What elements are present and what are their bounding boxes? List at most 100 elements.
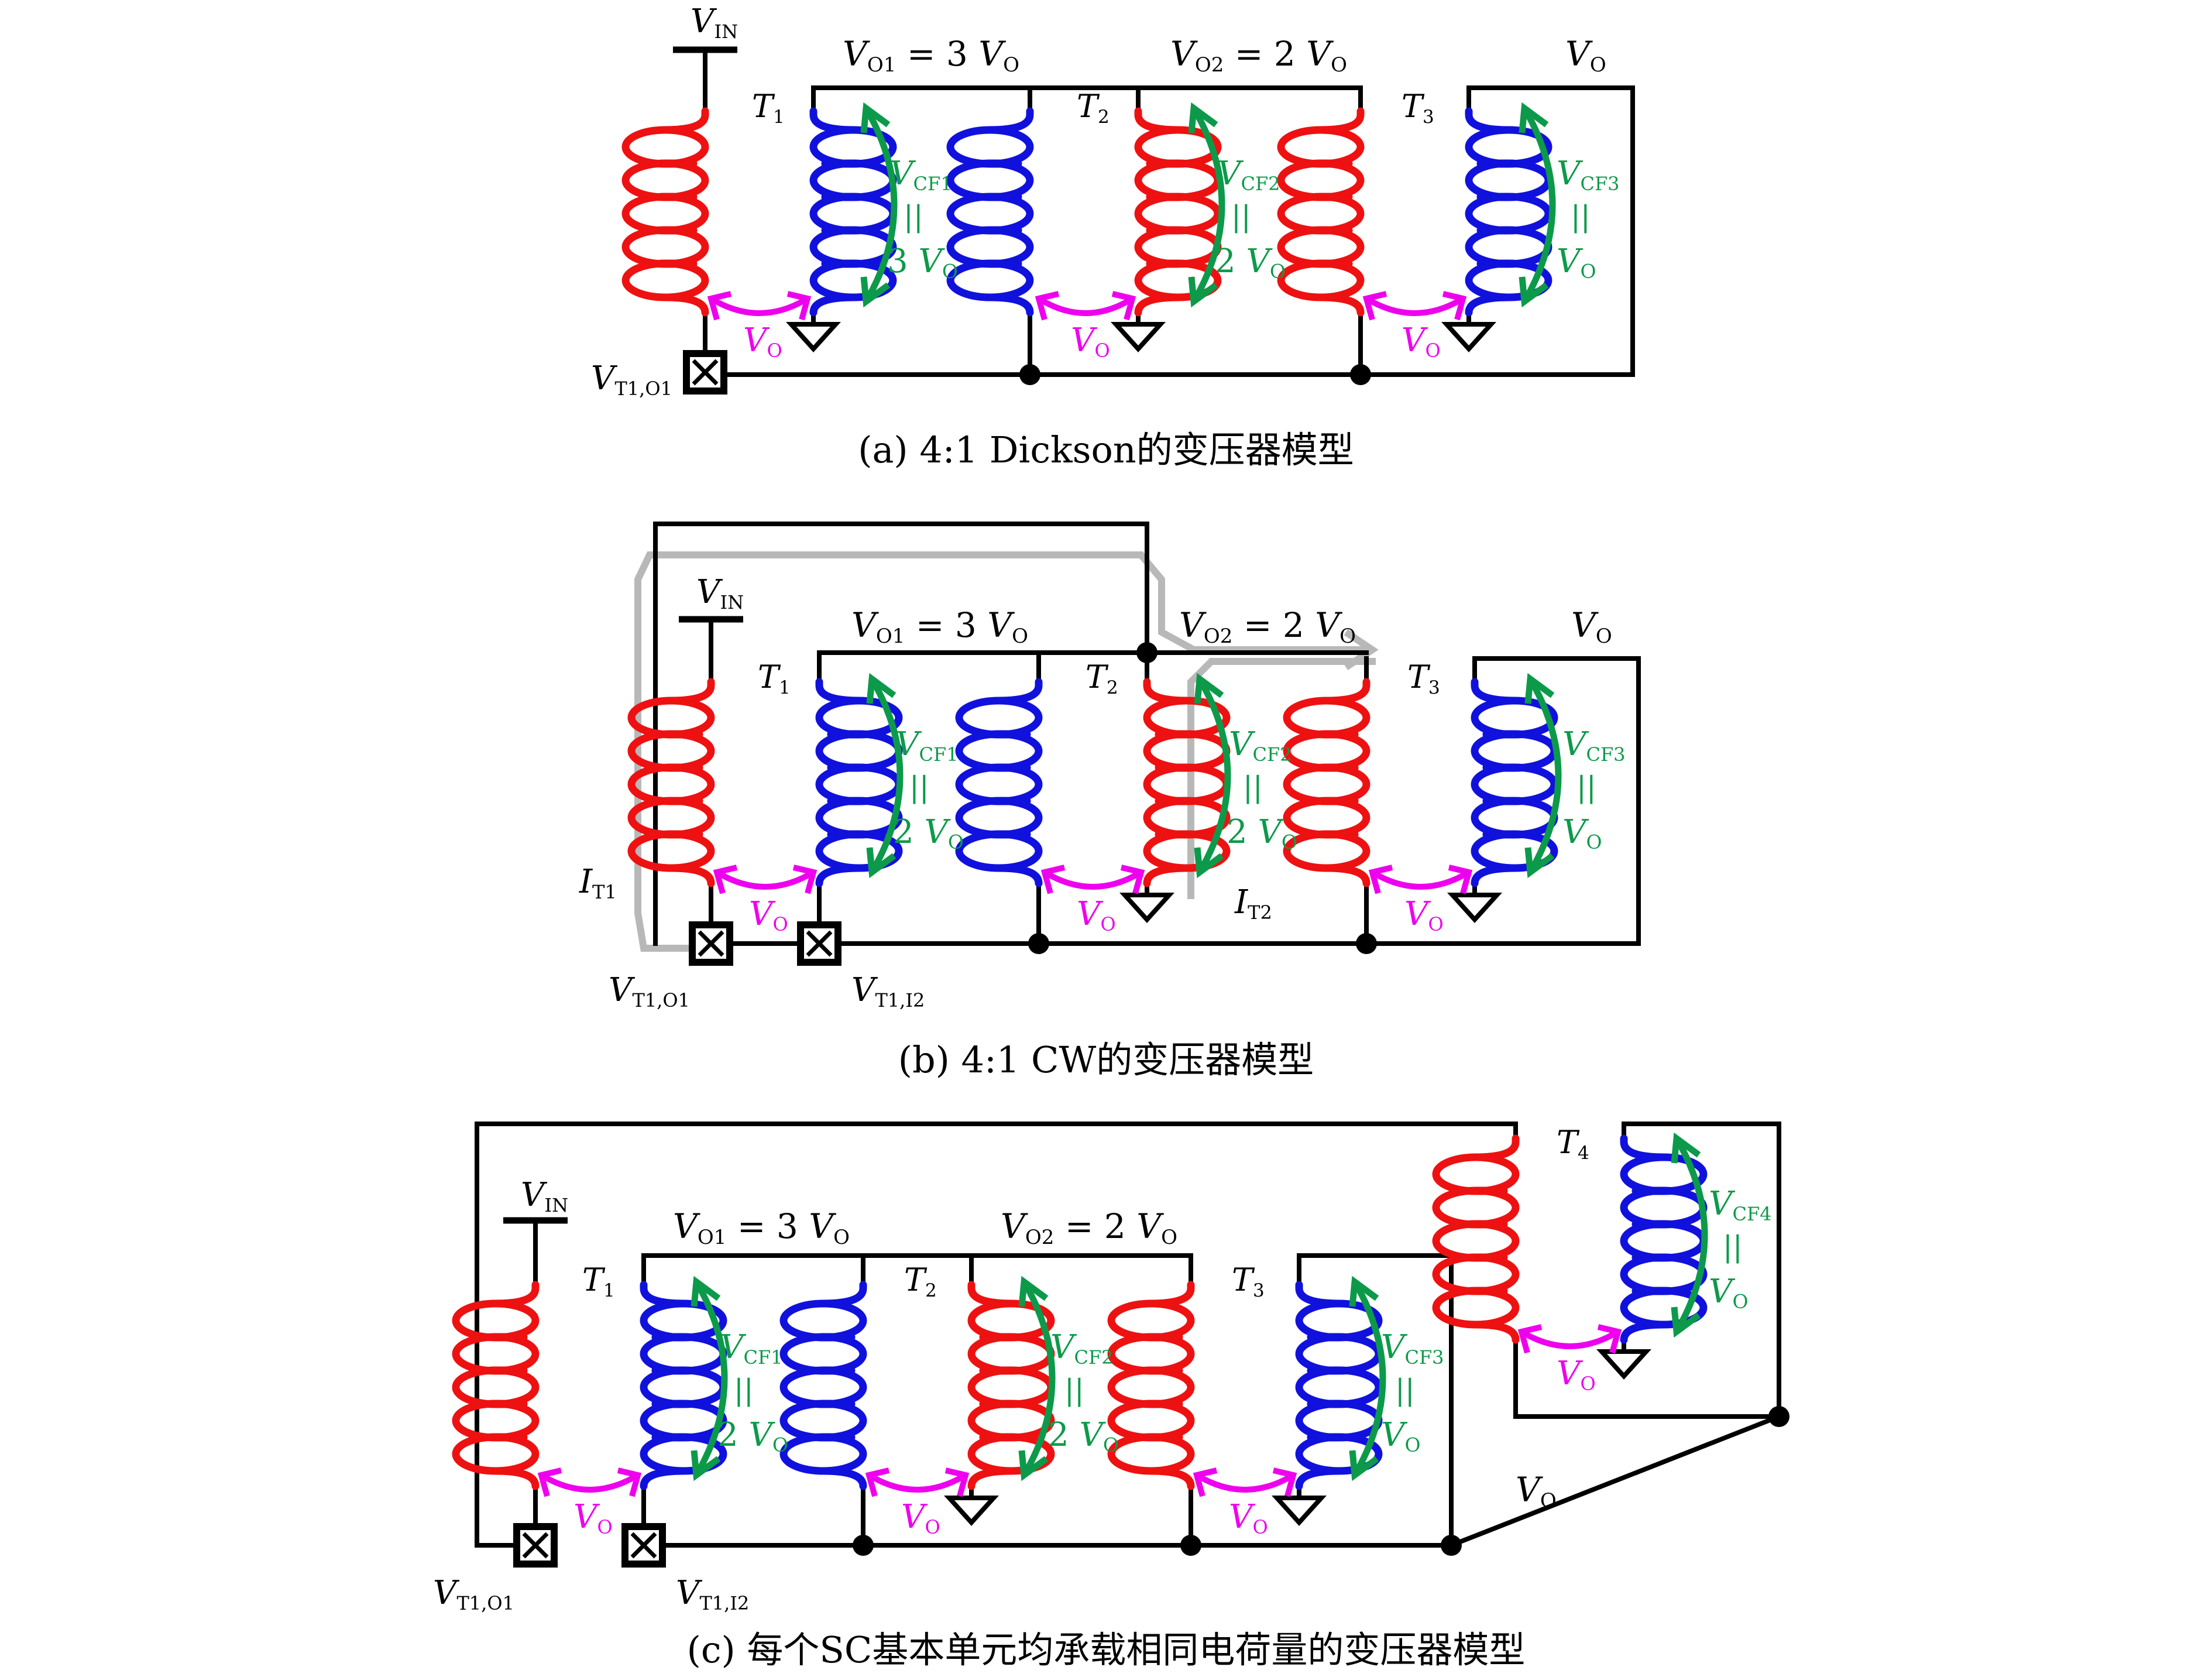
panel-a-vcf3-value: VO [1557, 242, 1596, 283]
panel-b-t1-right-winding-loop [815, 697, 860, 739]
panel-a-t1-right-winding-loop [809, 193, 854, 235]
vo2-bus [1136, 85, 1363, 114]
panel-c-t2-left-winding-path [779, 1281, 867, 1490]
panel-b-vt1i2-label-main: V [851, 971, 878, 1009]
panel-c-vcf3-vcf: VCF3 [1381, 1328, 1444, 1369]
panel-c-vcf1-vcf-main: V [720, 1328, 747, 1366]
panel-c-t4-left-winding-path [1432, 1134, 1520, 1344]
panel-a-vo-arrow-2-curve [1037, 296, 1134, 316]
panel-c-vo-arrow-3 [1193, 1467, 1297, 1497]
panel-c-t4-right-winding-loop [1620, 1153, 1664, 1195]
panel-a-t2-right-winding-loop [1134, 226, 1179, 268]
panel-c-vcf1-equals: || [734, 1373, 754, 1407]
panel-b-t2-left-winding-loop [998, 763, 1043, 805]
panel-a-vcf3-arrow-head [1519, 102, 1549, 133]
panel-b-t2-label-main: T [1086, 659, 1109, 695]
ground-symbol [943, 1496, 999, 1526]
panel-b-t3-right-winding-loop [1471, 697, 1515, 739]
panel-c-vcf1-value-sub: O [772, 1433, 788, 1456]
panel-c-t4-right-winding-loop [1620, 1186, 1664, 1229]
panel-c-vcf1-arrow-head [691, 1450, 721, 1481]
panel-a-vo2-label-part: V [1170, 34, 1198, 74]
panel-b-t2-left-winding-loop [998, 697, 1043, 739]
panel-c-vcf3-value-sub: O [1404, 1433, 1420, 1456]
panel-b-vo-arrow-2-head [1040, 865, 1066, 894]
panel-b-vcf3-arrow-head [1524, 847, 1555, 879]
panel-c-vo-arrow-4 [1517, 1324, 1622, 1354]
panel-a-t1-right-winding-loop [809, 259, 854, 301]
panel-b-t1-left-winding-loop [671, 797, 715, 839]
panel-c-t2-left-winding-loop [823, 1400, 867, 1442]
panel-c-t1-right-winding-loop [640, 1366, 684, 1408]
panel-c-t1-right-winding-loop [640, 1433, 684, 1475]
panel-c-vcf1-value-num: 2 [717, 1416, 748, 1454]
panel-a-t3-left-winding [1277, 107, 1365, 317]
panel-c-vcf3-value: VO [1381, 1416, 1421, 1456]
panel-b-t3-left-winding-loop [1326, 797, 1371, 839]
panel-a-vo1-label-part: V [843, 34, 870, 74]
panel-b-t2-right-winding-loop [1143, 697, 1187, 739]
vo1-bus [817, 650, 1149, 684]
panel-a-vcf2-vcf: VCF2 [1217, 155, 1280, 195]
panel-c-vo-arrow-3-head [1272, 1467, 1297, 1497]
panel-a-t3-right-winding-loop [1465, 159, 1509, 201]
panel-b-t1-left-winding-loop [671, 697, 715, 739]
panel-a-vo-arrow-1-head [786, 291, 812, 321]
panel-a-vcf2-vcf-sub: CF2 [1241, 173, 1280, 195]
vo2-bus [969, 1253, 1193, 1287]
panel-a-t2-label-sub: 2 [1098, 107, 1110, 128]
panel-c-vcf3-arrow-head [1349, 1450, 1379, 1481]
panel-b-vo1-label-part: O1 [876, 625, 905, 648]
panel-b-vcf2-vcf-main: V [1229, 725, 1256, 763]
panel-a-vo2-label-part: O2 [1195, 53, 1224, 77]
panel-b-vcf1-value-sub: O [948, 831, 964, 853]
panel-b-vcf3-value: VO [1562, 813, 1602, 853]
panel-c-vcf2-value-num: 2 [1048, 1416, 1079, 1454]
panel-a-vo1-label-part: O [1003, 53, 1019, 77]
panel-b-t1-left-winding-loop [671, 830, 715, 872]
panel-c-vo1-label-part: V [809, 1206, 836, 1246]
panel-c-vin-label-main: V [521, 1176, 548, 1214]
panel-a-vo2-label-part: O [1331, 53, 1347, 77]
panel-c-vcf3-value-v: V [1381, 1416, 1408, 1454]
junction-dot [1768, 1406, 1789, 1427]
panel-a-t3-label-main: T [1402, 88, 1425, 125]
panel-c-vt1o1-label-sub: T1,O1 [456, 1592, 514, 1614]
panel-b-t2-right-winding-loop [1143, 730, 1187, 772]
t4-primary-bottom [1513, 1338, 1781, 1419]
panel-b-vo-arrow-3 [1368, 865, 1473, 894]
panel-c-t3-right-winding-path [1295, 1281, 1383, 1490]
panel-b-vcf1-arrow [866, 673, 904, 879]
panel-b-vt1i2-label: VT1,I2 [851, 971, 925, 1011]
panel-c-t2-left-winding-loop [823, 1433, 867, 1475]
panel-b-vcf1-vcf-main: V [895, 725, 922, 763]
panel-b-t2-label-sub: 2 [1107, 677, 1118, 698]
panel-a-vo2-label: VO2 = 2 VO [1170, 34, 1347, 77]
panel-a-t2-left-winding-loop [990, 193, 1034, 235]
panel-b-t3-right-winding-loop [1471, 797, 1515, 839]
panel-b-vo-label: VO [1571, 605, 1612, 648]
panel-a-vo-arrow-2-head [1111, 291, 1136, 321]
panel-c-t1-left-winding [452, 1281, 540, 1490]
panel-a-t3-left-winding-path [1277, 107, 1365, 317]
panel-c-vcf4-equals: || [1723, 1230, 1743, 1264]
panel-b-it2-label-main: I [1234, 883, 1249, 921]
panel-a-vcf1-arrow [860, 102, 898, 308]
panel-a-vo-mag-2-main: V [1071, 321, 1098, 359]
panel-b-it1-label-main: I [579, 863, 593, 901]
panel-c-t2-right-winding-loop [967, 1333, 1012, 1375]
panel-b-vo-arrow-2-curve [1043, 869, 1143, 890]
panel-a-vcf2-arrow [1188, 102, 1225, 308]
panel-a-t1-label-sub: 1 [773, 107, 785, 128]
panel-a-t1-right-winding-loop [809, 126, 854, 168]
panel-c-vo-arrow-1-head [537, 1467, 562, 1497]
panel-a-t1-left-winding-loop [665, 226, 709, 268]
panel-a-t3-label-sub: 3 [1423, 107, 1434, 128]
panel-a-vcf3-arrow-curve [1521, 107, 1556, 303]
panel-c-t1-left-winding-loop [495, 1333, 540, 1375]
panel-c-t2-left-winding [779, 1281, 867, 1490]
panel-c-vo2-label-part: V [1001, 1206, 1028, 1246]
panel-c-vo-mag-3: VO [1229, 1498, 1268, 1538]
junction-dot [1441, 1535, 1462, 1556]
panel-b-vcf2-arrow-head [1194, 673, 1224, 704]
